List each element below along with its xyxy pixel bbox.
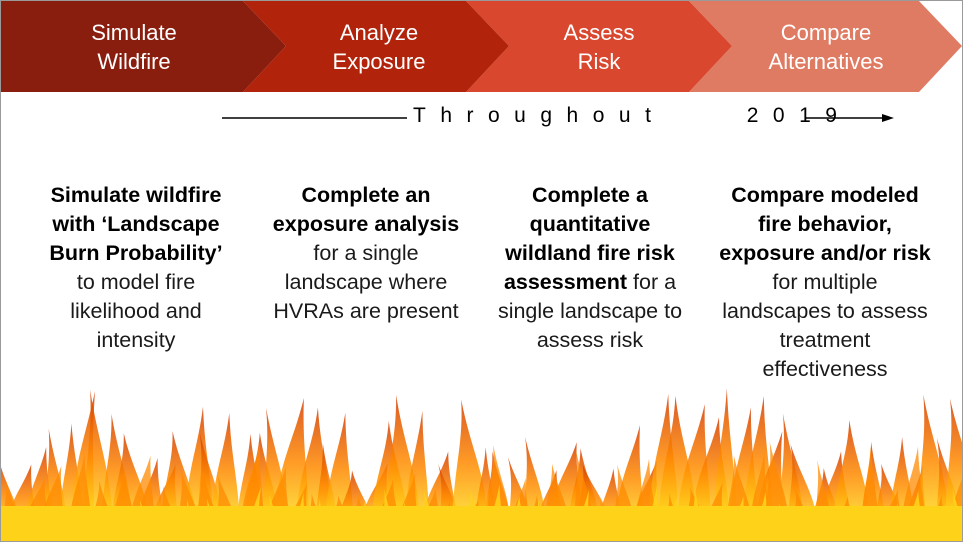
description-analyze-exposure: Complete an exposure analysis for a sing… [269, 181, 463, 326]
timeline-lines [222, 114, 894, 122]
description-text: for a single landscape where HVRAs are p… [273, 241, 459, 323]
step-label-analyze-exposure: Analyze Exposure [332, 20, 426, 74]
flames-image [1, 388, 962, 541]
chevron-compare-alternatives [689, 1, 962, 92]
arrow-right-icon [882, 114, 894, 122]
description-text: for multiple landscapes to assess treatm… [722, 270, 928, 381]
description-text: for a single landscape to assess risk [497, 270, 683, 352]
chevron-simulate-wildfire [1, 1, 286, 92]
chevron-assess-risk [466, 1, 732, 92]
process-steps: Simulate Wildfire Analyze Exposure Asses… [1, 1, 962, 92]
description-compare-alternatives: Compare modeled fire behavior, exposure … [719, 181, 931, 384]
step-label-assess-risk: Assess Risk [563, 20, 635, 74]
timeline: Throughout 2019 [1, 101, 962, 135]
step-label-simulate-wildfire: Simulate Wildfire [91, 20, 177, 74]
description-assess-risk: Complete a quantitative wildland fire ri… [492, 181, 688, 355]
description-emphasis: Compare modeled fire behavior, exposure … [719, 183, 931, 265]
description-emphasis: Complete a quantitative wildland fire ri… [503, 183, 675, 294]
description-simulate-wildfire: Simulate wildfire with ‘Landscape Burn P… [39, 181, 233, 355]
description-emphasis: Simulate wildfire with ‘Landscape Burn P… [49, 183, 223, 265]
description-text: to model fire likelihood and intensity [70, 270, 202, 352]
chevron-analyze-exposure [243, 1, 509, 92]
timeline-label: Throughout 2019 [413, 104, 852, 127]
step-label-compare-alternatives: Compare Alternatives [768, 20, 884, 74]
description-emphasis: Complete an exposure analysis [272, 183, 460, 236]
chevron-shapes [1, 1, 962, 92]
